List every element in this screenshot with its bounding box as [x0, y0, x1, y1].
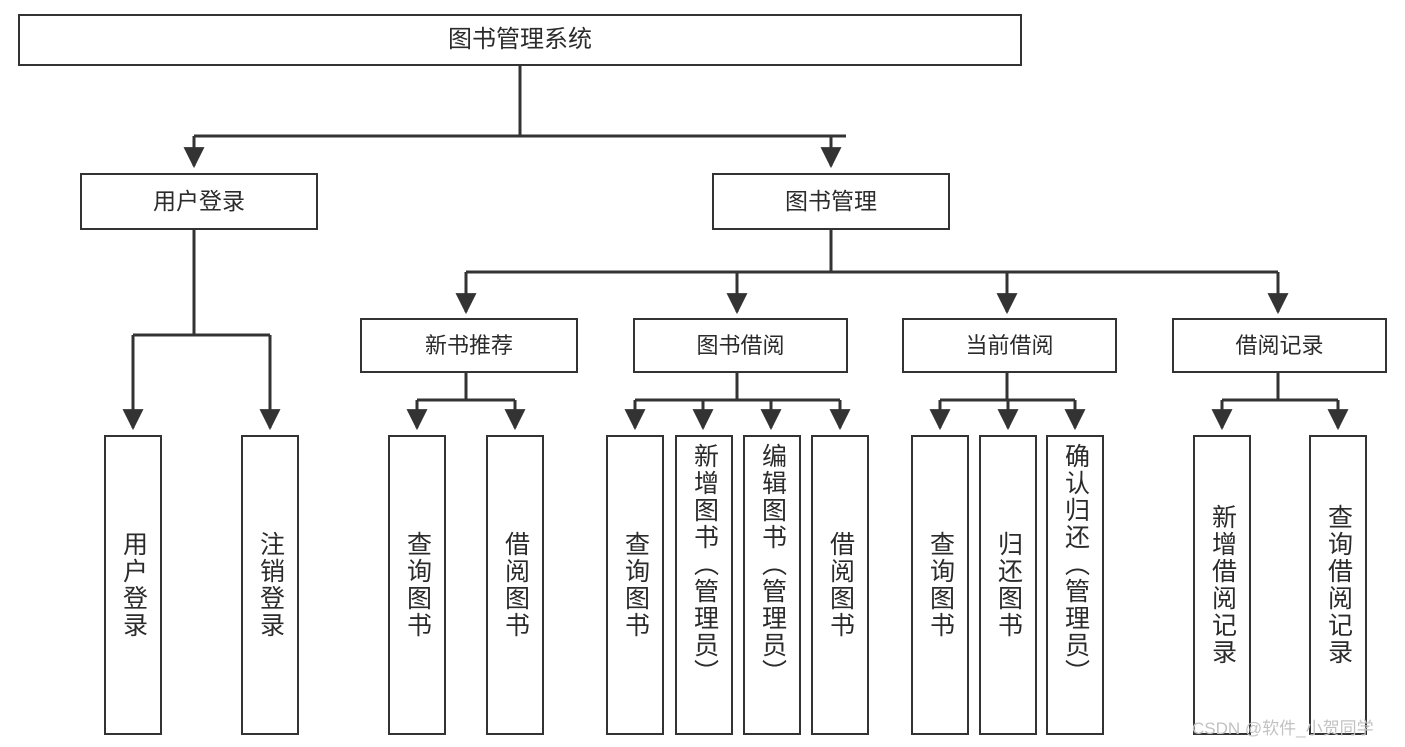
- node-new-book-recommend[interactable]: 新书推荐: [360, 318, 578, 373]
- leaf-bb-query-book[interactable]: 查询图书: [606, 435, 664, 735]
- node-current-borrow[interactable]: 当前借阅: [902, 318, 1117, 373]
- leaf-cb-return-book-label: 归还图书: [994, 531, 1023, 639]
- leaf-bb-borrow-book[interactable]: 借阅图书: [811, 435, 869, 735]
- leaf-bb-borrow-book-label: 借阅图书: [826, 531, 855, 639]
- node-new-book-recommend-label: 新书推荐: [424, 332, 513, 358]
- leaf-nb-query-book[interactable]: 查询图书: [388, 435, 446, 735]
- node-book-borrow[interactable]: 图书借阅: [633, 318, 848, 373]
- leaf-br-query-record[interactable]: 查询借阅记录: [1309, 435, 1367, 735]
- leaf-user-login[interactable]: 用户登录: [104, 435, 162, 735]
- node-book-borrow-label: 图书借阅: [696, 332, 785, 358]
- leaf-bb-edit-book-label: 编辑图书（管理员）: [758, 443, 787, 686]
- node-current-borrow-label: 当前借阅: [965, 332, 1054, 358]
- node-book-management[interactable]: 图书管理: [712, 173, 950, 230]
- leaf-cb-confirm-return-label: 确认归还（管理员）: [1061, 443, 1090, 686]
- leaf-br-add-record[interactable]: 新增借阅记录: [1193, 435, 1251, 735]
- leaf-bb-edit-book[interactable]: 编辑图书（管理员）: [743, 435, 801, 735]
- node-borrow-record-label: 借阅记录: [1235, 332, 1324, 358]
- leaf-bb-add-book[interactable]: 新增图书（管理员）: [675, 435, 733, 735]
- leaf-logout[interactable]: 注销登录: [241, 435, 299, 735]
- leaf-cb-query-book[interactable]: 查询图书: [911, 435, 969, 735]
- leaf-nb-borrow-book-label: 借阅图书: [501, 531, 530, 639]
- node-book-management-label: 图书管理: [785, 188, 877, 215]
- leaf-cb-return-book[interactable]: 归还图书: [979, 435, 1037, 735]
- node-user-login-label: 用户登录: [153, 188, 245, 215]
- leaf-nb-borrow-book[interactable]: 借阅图书: [486, 435, 544, 735]
- node-user-login[interactable]: 用户登录: [80, 173, 318, 230]
- leaf-cb-query-book-label: 查询图书: [926, 531, 955, 639]
- node-root-system[interactable]: 图书管理系统: [18, 14, 1022, 66]
- leaf-nb-query-book-label: 查询图书: [403, 531, 432, 639]
- leaf-br-query-record-label: 查询借阅记录: [1324, 504, 1353, 666]
- node-borrow-record[interactable]: 借阅记录: [1172, 318, 1387, 373]
- leaf-bb-add-book-label: 新增图书（管理员）: [690, 443, 719, 686]
- leaf-cb-confirm-return[interactable]: 确认归还（管理员）: [1046, 435, 1104, 735]
- node-root-system-label: 图书管理系统: [448, 26, 592, 53]
- leaf-bb-query-book-label: 查询图书: [621, 531, 650, 639]
- leaf-br-add-record-label: 新增借阅记录: [1208, 504, 1237, 666]
- leaf-user-login-label: 用户登录: [119, 531, 148, 639]
- leaf-logout-label: 注销登录: [256, 531, 285, 639]
